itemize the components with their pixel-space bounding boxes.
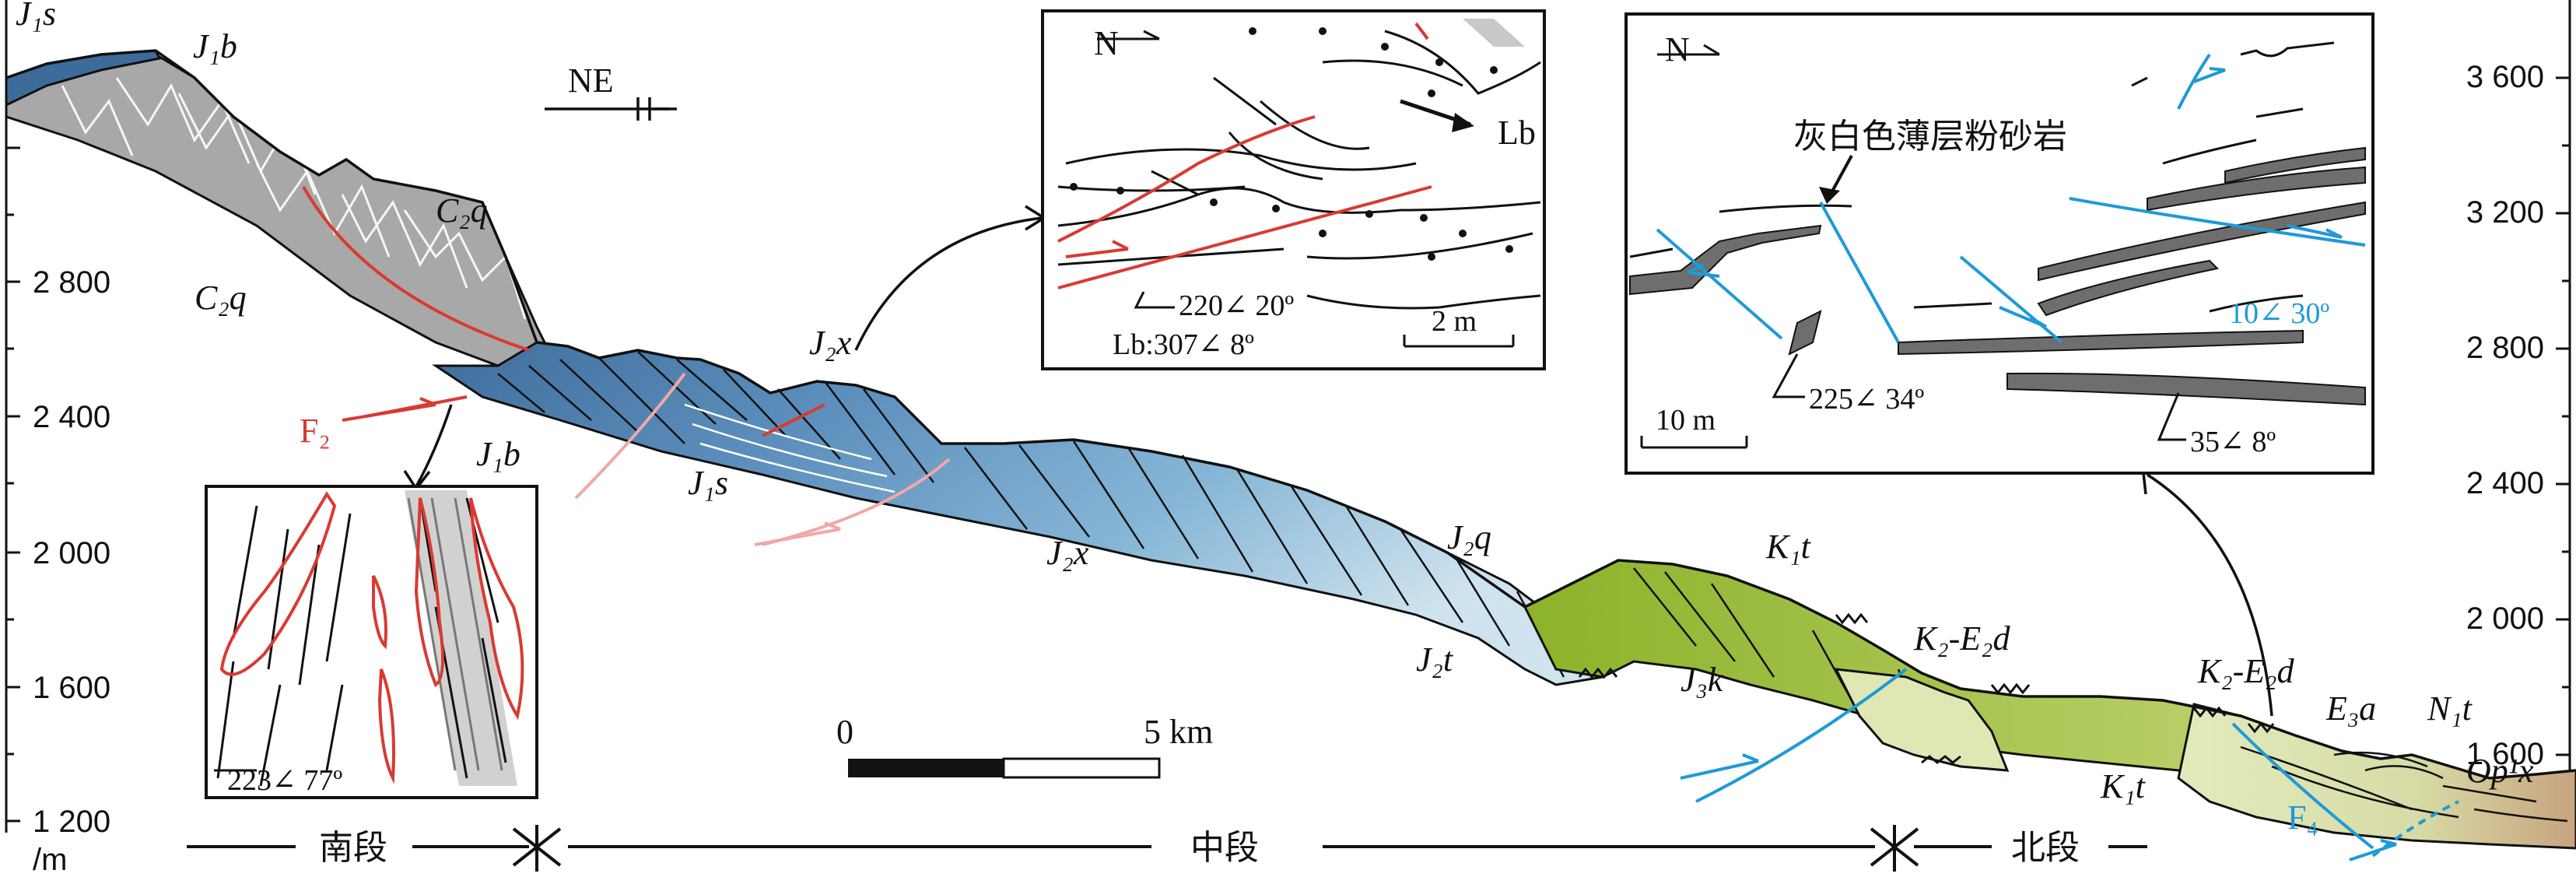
right-tick-1600: 1 600 bbox=[2466, 737, 2544, 771]
inset-mid-lb-attitude: Lb:307∠ 8º bbox=[1113, 328, 1254, 361]
label-j1b-top: J₁b bbox=[193, 27, 237, 65]
red-fault-upper bbox=[302, 186, 530, 352]
label-op1x: Op¹x bbox=[2466, 752, 2534, 790]
right-tick-2800: 2 800 bbox=[2466, 331, 2544, 365]
label-j2t: J₂t bbox=[1416, 640, 1454, 679]
right-tick-3200: 3 200 bbox=[2466, 195, 2544, 230]
compass-ne bbox=[545, 97, 677, 121]
left-tick-2800: 2 800 bbox=[33, 265, 110, 300]
scale-bar-zero: 0 bbox=[836, 713, 853, 751]
axis-unit: /m bbox=[33, 843, 67, 877]
blue-fault-k bbox=[1695, 668, 1908, 803]
inset-left-attitude: 223∠ 77º bbox=[227, 764, 342, 797]
inset-right: N 灰白色薄层粉砂岩 225∠ 34º 35∠ 8º 10∠ 30º 10 m bbox=[1624, 12, 2374, 475]
inset-right-att3: 10∠ 30º bbox=[2229, 297, 2329, 330]
compass-label-ne: NE bbox=[568, 61, 614, 100]
right-elevation-axis: 3 600 3 200 2 800 2 400 2 000 1 600 bbox=[2466, 0, 2571, 778]
right-tick-2000: 2 000 bbox=[2466, 602, 2544, 636]
label-j1s-mid: J₁s bbox=[688, 464, 728, 502]
inset-mid: Lb N 220∠ 20º Lb:307∠ 8º 2 m bbox=[1041, 9, 1546, 370]
inset-mid-compass: N bbox=[1094, 24, 1119, 62]
unconformity-zigzags bbox=[1578, 612, 2275, 764]
pink-fault-1 bbox=[574, 372, 686, 500]
label-n1t: N₁t bbox=[2427, 689, 2473, 728]
segment-bar bbox=[187, 825, 2147, 872]
label-c2q-lower: C₂q bbox=[195, 279, 247, 317]
inset-right-compass: N bbox=[1665, 30, 1690, 68]
scale-bar-end: 5 km bbox=[1144, 713, 1213, 751]
label-j3k: J₃k bbox=[1681, 661, 1724, 699]
inset-right-att2: 35∠ 8º bbox=[2190, 426, 2276, 458]
label-c2q-upper: C₂q bbox=[436, 191, 488, 230]
red-fault-mid bbox=[762, 403, 825, 437]
label-fault-f2: F₂ bbox=[300, 412, 331, 450]
left-tick-2000: 2 000 bbox=[33, 536, 110, 570]
segment-middle: 中段 bbox=[1190, 828, 1259, 868]
label-j2x-b: J₂x bbox=[1046, 534, 1089, 572]
inset-mid-scale: 2 m bbox=[1432, 305, 1477, 338]
left-tick-1200: 1 200 bbox=[33, 805, 110, 839]
label-k1t-a: K₁t bbox=[1765, 528, 1812, 566]
inset-mid-lb: Lb bbox=[1498, 114, 1536, 152]
left-tick-1600: 1 600 bbox=[33, 671, 110, 705]
jurassic-blue-unit bbox=[432, 341, 1621, 686]
right-tick-3600: 3 600 bbox=[2466, 60, 2544, 94]
label-fault-f4: F₄ bbox=[2287, 798, 2318, 837]
arrow-to-inset-right bbox=[2147, 473, 2273, 717]
inset-mid-attitude: 220∠ 20º bbox=[1179, 289, 1294, 322]
c2q-fold-lines bbox=[61, 77, 527, 320]
inset-right-att1: 225∠ 34º bbox=[1809, 383, 1924, 416]
segment-south: 南段 bbox=[319, 828, 387, 868]
label-e3a: E₃a bbox=[2325, 689, 2376, 728]
label-k2e2d-a: K₂-E₂d bbox=[1913, 619, 2010, 658]
inset-left: 223∠ 77º bbox=[205, 485, 538, 799]
arrow-to-inset-mid bbox=[854, 216, 1043, 351]
label-j2q: J₂q bbox=[1447, 518, 1491, 556]
topographic-surface bbox=[5, 49, 2576, 780]
left-elevation-axis: 2 800 2 400 2 000 1 600 1 200 /m bbox=[5, 0, 110, 877]
fault-arrows bbox=[342, 397, 2397, 861]
left-tick-2400: 2 400 bbox=[33, 400, 110, 434]
arrow-to-inset-left bbox=[415, 404, 453, 487]
blue-fault-f4 bbox=[2231, 722, 2374, 850]
inset-right-rock-label: 灰白色薄层粉砂岩 bbox=[1793, 117, 2067, 156]
label-k1t-b: K₁t bbox=[2100, 767, 2147, 805]
label-j1s-top: J₁s bbox=[16, 0, 56, 33]
label-j2x-a: J₂x bbox=[809, 324, 852, 362]
k2e2d-light-unit bbox=[1834, 668, 2010, 772]
right-tick-2400: 2 400 bbox=[2466, 466, 2544, 500]
label-k2e2d-b: K₂-E₂d bbox=[2197, 652, 2294, 690]
inset-right-scale: 10 m bbox=[1656, 404, 1716, 437]
label-j1b-mid: J₁b bbox=[476, 435, 520, 473]
blue-fault-dashed bbox=[2371, 800, 2459, 858]
jurassic-white-bedding bbox=[684, 403, 895, 493]
segment-north: 北段 bbox=[2011, 828, 2080, 868]
scale-bar: 0 5 km bbox=[836, 713, 1213, 779]
